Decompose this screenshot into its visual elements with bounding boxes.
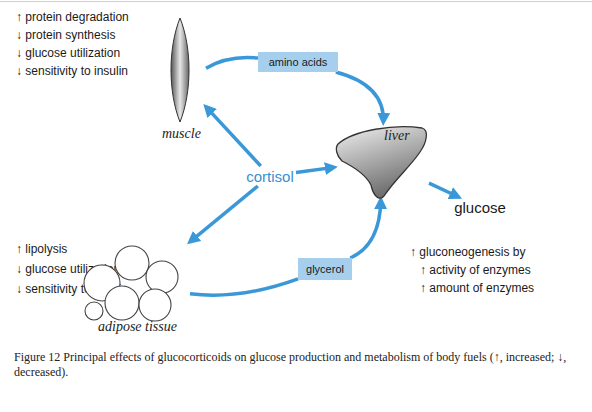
- flow-arrow: [350, 200, 381, 258]
- box-label: amino acids: [269, 56, 328, 68]
- flow-arrow: [206, 107, 261, 166]
- node-label: glucose: [454, 199, 506, 216]
- node-label: cortisol: [246, 168, 294, 185]
- effect-note: ↑ activity of enzymes: [420, 263, 531, 277]
- text-node: glucose: [450, 197, 510, 217]
- organ-name: muscle: [162, 126, 201, 142]
- flow-arrow: [190, 186, 258, 242]
- effect-note: ↑ gluconeogenesis by: [410, 245, 525, 259]
- organ-name: adipose tissue: [98, 319, 177, 335]
- effect-note: ↑ lipolysis: [16, 242, 67, 256]
- muscle-node: muscle: [160, 18, 206, 146]
- fat-cell: [146, 261, 178, 293]
- product-box: glycerol: [298, 258, 352, 280]
- effect-note: ↑ amount of enzymes: [420, 281, 534, 295]
- flow-arrow: [336, 72, 384, 122]
- fat-cell: [85, 302, 103, 320]
- fat-cell: [105, 286, 139, 320]
- effect-note: ↓ glucose utilization: [16, 46, 120, 60]
- product-box: amino acids: [258, 52, 338, 72]
- figure-caption: Figure 12 Principal effects of glucocort…: [14, 350, 580, 380]
- adipose-node: adipose tissue: [80, 237, 190, 337]
- muscle-spindle: [171, 18, 189, 122]
- liver-node: liver: [334, 122, 429, 200]
- fat-cell: [139, 289, 171, 321]
- effect-note: ↓ protein synthesis: [16, 28, 115, 42]
- flow-arrow: [429, 183, 459, 197]
- text-node: cortisol: [244, 166, 296, 186]
- box-label: glycerol: [306, 263, 344, 275]
- effect-note: ↓ sensitivity to insulin: [16, 64, 128, 78]
- liver-illustration: [334, 122, 429, 200]
- fat-cell: [115, 246, 149, 280]
- flow-arrow: [296, 167, 334, 172]
- organ-name: liver: [384, 128, 410, 144]
- flow-arrow: [190, 279, 298, 295]
- liver-outline: [336, 127, 426, 198]
- flow-arrow: [206, 57, 258, 68]
- effect-note: ↑ protein degradation: [16, 10, 129, 24]
- top-rule: [0, 1, 592, 2]
